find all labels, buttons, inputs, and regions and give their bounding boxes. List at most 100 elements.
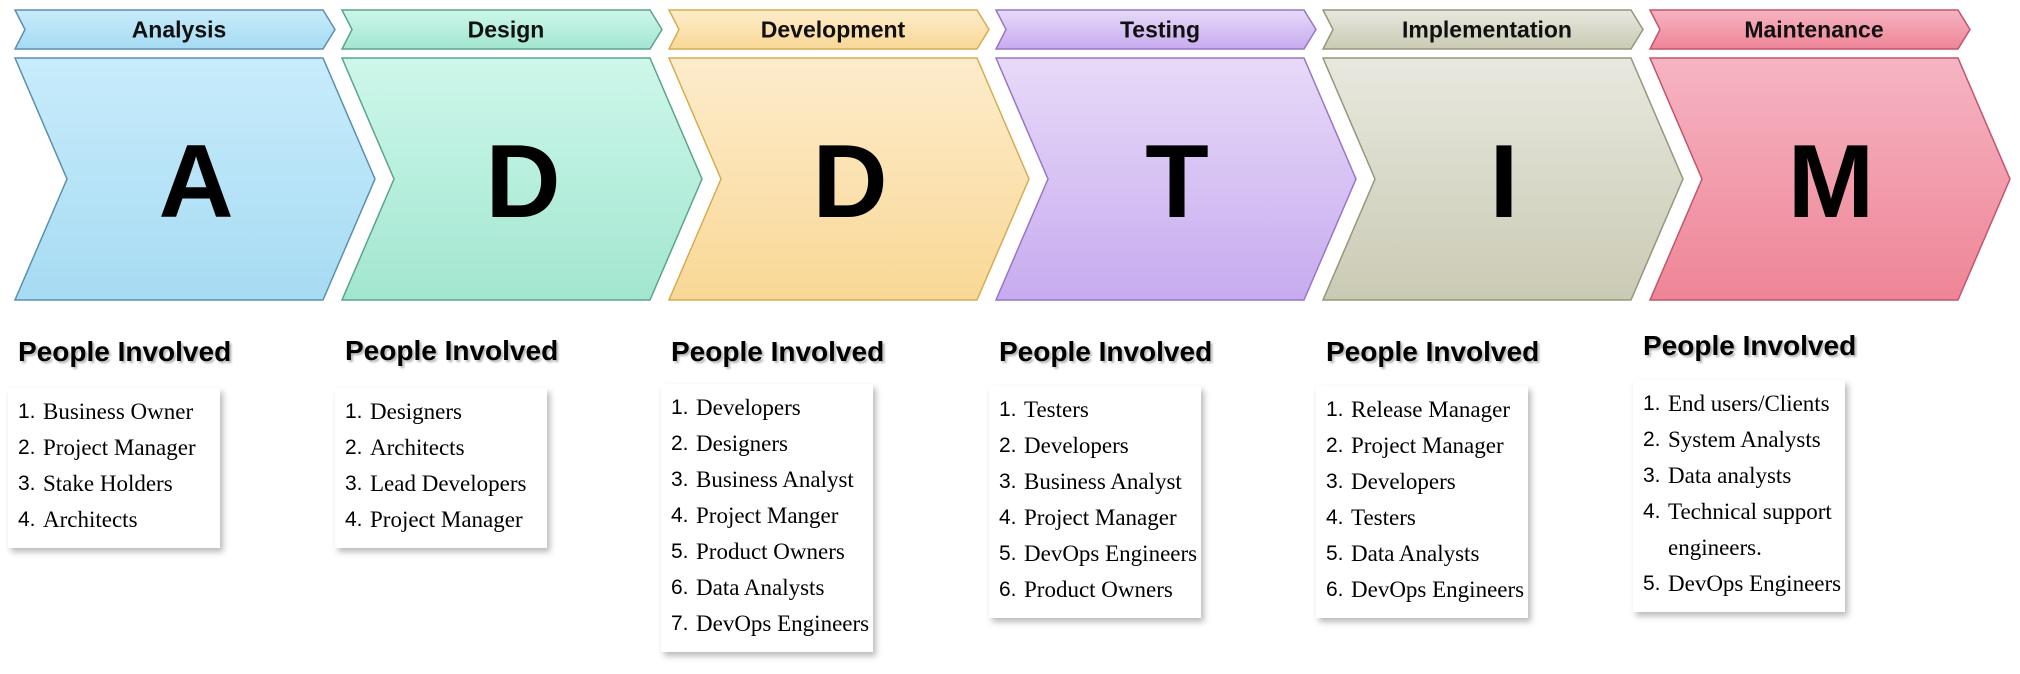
list-number: 1. <box>18 400 36 423</box>
list-number: 2. <box>999 434 1017 457</box>
list-number: 3. <box>1326 470 1344 493</box>
person-role: Developers <box>1351 469 1456 494</box>
person-role: Architects <box>43 507 138 532</box>
people-list-item: 3. Stake Holders <box>18 466 235 502</box>
phase-banner <box>994 9 1317 50</box>
list-number: 4. <box>671 504 689 527</box>
person-role: Project Manager <box>1024 505 1177 530</box>
person-role: Business Analyst <box>1024 469 1182 494</box>
people-list-item: 3. Business Analyst <box>671 462 888 498</box>
people-list-item: 1.Testers <box>999 392 1216 428</box>
person-role: Designers <box>696 431 788 456</box>
people-list-item: 3.Business Analyst <box>999 464 1216 500</box>
list-number: 4. <box>345 508 363 531</box>
people-list-item: 5. DevOps Engineers <box>999 536 1216 572</box>
people-list-item: 4. Project Manager <box>345 502 562 538</box>
list-number: 5. <box>671 540 689 563</box>
person-role: DevOps Engineers <box>1024 541 1198 566</box>
list-number: 4. <box>1643 500 1661 523</box>
people-list-item: 4.Project Manger <box>671 498 888 534</box>
person-role: Business Analyst <box>696 467 854 492</box>
list-number: 2. <box>1326 434 1344 457</box>
person-role: Stake Holders <box>43 471 173 496</box>
person-role: Developers <box>1024 433 1129 458</box>
list-number: 1. <box>345 400 363 423</box>
list-number: 4. <box>18 508 36 531</box>
people-involved-title: People Involved <box>18 336 232 367</box>
list-number: 6. <box>999 578 1017 601</box>
phase-letter: T <box>1145 124 1209 240</box>
people-involved-title: People Involved <box>345 335 559 366</box>
phase-banner <box>667 9 990 50</box>
list-number: 1. <box>1643 392 1661 415</box>
people-list-item: 4. Testers <box>1326 500 1543 536</box>
list-number: 4. <box>1326 506 1344 529</box>
phase-letter: D <box>812 124 887 240</box>
person-role: Testers <box>1351 505 1416 530</box>
person-role: Project Manager <box>370 507 523 532</box>
people-list-item: 4.Project Manager <box>999 500 1216 536</box>
people-list-item: 2.Architects <box>345 430 562 466</box>
people-list-item: 2. Project Manager <box>18 430 235 466</box>
people-involved-title: People Involved <box>1643 330 1857 361</box>
person-role: Product Owners <box>696 539 845 564</box>
phase-name: Development <box>761 17 906 43</box>
phase-arrow <box>13 57 376 301</box>
person-role: Developers <box>696 395 801 420</box>
list-number: 3. <box>345 472 363 495</box>
person-role: Release Manager <box>1351 397 1511 422</box>
people-list-item: 7. DevOps Engineers <box>671 606 888 642</box>
list-number: 2. <box>345 436 363 459</box>
list-number: 3. <box>671 468 689 491</box>
person-role: DevOps Engineers <box>1351 577 1525 602</box>
list-number: 7. <box>671 612 689 635</box>
people-list-item: 6. Product Owners <box>999 572 1216 608</box>
people-list-item: 2.System Analysts <box>1643 422 1860 458</box>
list-number: 2. <box>18 436 36 459</box>
list-number: 5. <box>999 542 1017 565</box>
person-role: DevOps Engineers <box>1668 571 1842 596</box>
people-list-item: 5.DevOps Engineers <box>1643 566 1860 602</box>
people-list-item: 3. Lead Developers <box>345 466 562 502</box>
person-role: End users/Clients <box>1668 391 1830 416</box>
people-list-item: 4. Architects <box>18 502 235 538</box>
person-role: System Analysts <box>1668 427 1821 452</box>
people-list-item: 1.Business Owner <box>18 394 235 430</box>
phase-arrow <box>1321 57 1684 301</box>
people-list-item: 1. End users/Clients <box>1643 386 1860 422</box>
list-number: 3. <box>18 472 36 495</box>
people-involved-title: People Involved <box>671 336 885 367</box>
phase-name: Analysis <box>132 17 227 43</box>
person-role: Testers <box>1024 397 1089 422</box>
person-role: DevOps Engineers <box>696 611 870 636</box>
person-role: Product Owners <box>1024 577 1173 602</box>
person-role: Data analysts <box>1668 463 1792 488</box>
people-list-item: 1.Release Manager <box>1326 392 1543 428</box>
people-list-item: 6. DevOps Engineers <box>1326 572 1543 608</box>
person-role: Lead Developers <box>370 471 527 496</box>
people-list-item: 2.Designers <box>671 426 888 462</box>
list-number: 1. <box>671 396 689 419</box>
list-number: 6. <box>1326 578 1344 601</box>
phase-banner <box>1648 9 1971 50</box>
people-list-item: 6.Data Analysts <box>671 570 888 606</box>
person-role: Data Analysts <box>696 575 825 600</box>
person-role: Project Manager <box>43 435 196 460</box>
people-list-item: 3.Data analysts <box>1643 458 1860 494</box>
person-role: Technical support engineers. <box>1668 499 1832 560</box>
phase-banner <box>340 9 663 50</box>
